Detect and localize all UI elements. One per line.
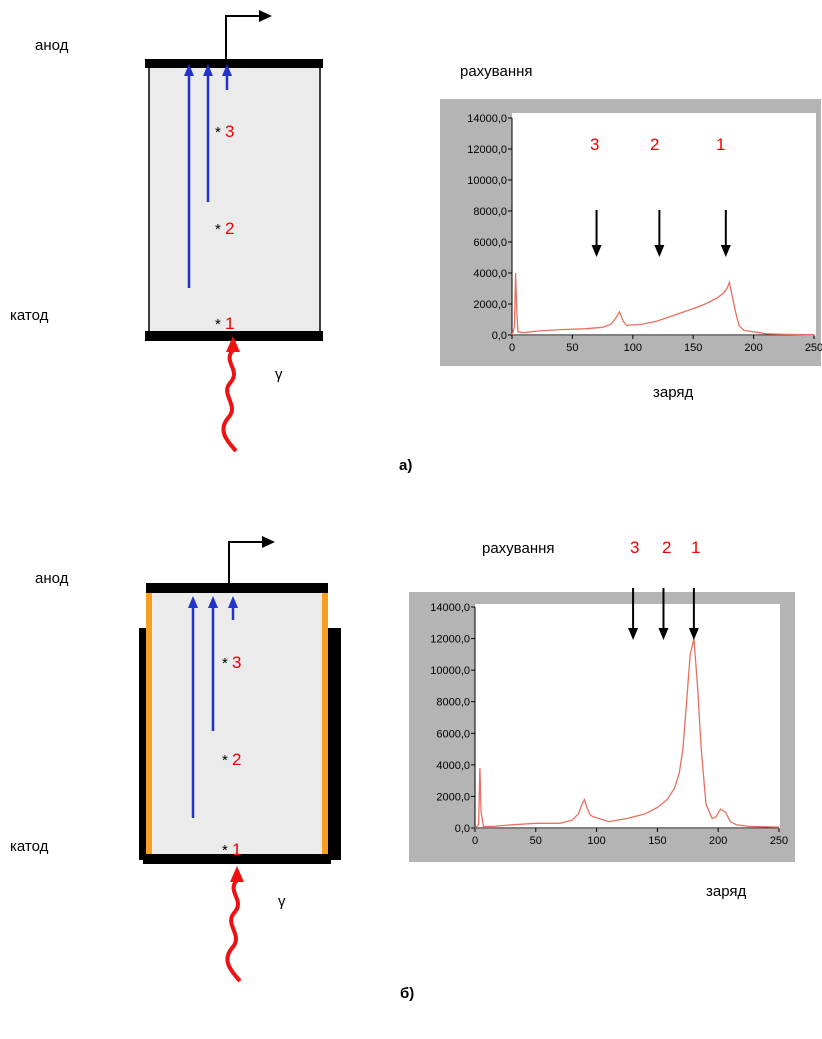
chart-a-ytick-label: 12000,0: [467, 144, 507, 156]
chart-b-peak-label-3: 3: [630, 538, 640, 557]
chart-b-ytick-label: 12000,0: [430, 634, 470, 646]
chart-b: 0,0 2000,0 4000,0 6000,0 8000,0 10000,0 12000,…: [409, 588, 795, 862]
anode-plate-a: [145, 59, 323, 68]
electron-tracks-b: [188, 596, 238, 818]
chart-a-peak-label-2: 2: [650, 135, 660, 154]
chart-b-xtick-label: 50: [530, 835, 542, 847]
chart-a-curve: [511, 272, 815, 336]
chart-b-ytick-label: 4000,0: [436, 760, 470, 772]
anode-label-b: анод: [35, 570, 69, 587]
chart-a-ytick-label: 8000,0: [473, 206, 507, 218]
point-marker-b-2: * 2: [222, 750, 242, 769]
point-marker-a-3: * 3: [215, 122, 235, 141]
chart-b-ytick-label: 8000,0: [436, 697, 470, 709]
chart-a-xtick-label: 50: [566, 342, 578, 354]
chart-b-xtick-label: 200: [709, 835, 727, 847]
electron-tracks-a: [184, 64, 232, 288]
output-arrow-b: [228, 536, 275, 586]
chart-a-ytick-label: 14000,0: [467, 113, 507, 125]
chart-b-ylabel: рахування: [482, 540, 555, 557]
gamma-label-b: γ: [278, 893, 286, 910]
chart-a-ytick-label: 0,0: [492, 330, 507, 342]
chart-b-xtick-label: 250: [770, 835, 788, 847]
detector-inner-b: [152, 592, 322, 854]
chart-a-xtick-label: 200: [744, 342, 762, 354]
chart-b-peak-arrows: [628, 588, 699, 640]
point-marker-a-1: * 1: [215, 314, 235, 333]
chart-a-peak-label-3: 3: [590, 135, 600, 154]
anode-label-a: анод: [35, 37, 69, 54]
point-marker-b-1: * 1: [222, 840, 242, 859]
chart-b-plot: [475, 604, 780, 829]
chart-b-peak-arrowhead: [628, 628, 639, 640]
chart-b-peak-arrowhead: [658, 628, 669, 640]
chart-a-xtick-label: 100: [624, 342, 642, 354]
gamma-label-a: γ: [275, 366, 283, 383]
chart-a-peak-arrowhead: [654, 245, 665, 257]
output-arrow-a: [225, 10, 272, 62]
point-marker-b-3: * 3: [222, 653, 242, 672]
chart-b-ytick-label: 6000,0: [436, 728, 470, 740]
chart-a-peak-arrows: [591, 210, 731, 257]
chart-b-peak-label-1: 1: [691, 538, 701, 557]
chart-b-ytick-label: 14000,0: [430, 602, 470, 614]
chart-b-xlabel: заряд: [706, 883, 747, 900]
chart-a-ytick-label: 6000,0: [473, 237, 507, 249]
detector-volume-a: [148, 64, 321, 334]
chart-a-xtick-label: 0: [509, 342, 515, 354]
cathode-label-a: катод: [10, 307, 49, 324]
caption-a: а): [399, 457, 413, 474]
chart-a-ytick-label: 10000,0: [467, 175, 507, 187]
chart-a-plot: [512, 113, 816, 336]
chart-a-ytick-label: 2000,0: [473, 299, 507, 311]
caption-b: б): [400, 985, 415, 1002]
chart-b-xtick-label: 0: [472, 835, 478, 847]
chart-a: 0,0 2000,0 4000,0 6000,0 8000,0 10000,0 12000,…: [440, 99, 822, 366]
chart-b-peak-label-2: 2: [662, 538, 672, 557]
chart-a-xtick-label: 150: [684, 342, 702, 354]
chart-b-ytick-label: 10000,0: [430, 665, 470, 677]
chart-b-ytick-label: 0,0: [455, 823, 470, 835]
chart-a-peak-arrowhead: [591, 245, 602, 257]
chart-a-xlabel: заряд: [653, 384, 694, 401]
chart-a-peak-label-1: 1: [716, 135, 726, 154]
cathode-plate-b: [143, 854, 331, 864]
point-marker-a-2: * 2: [215, 219, 235, 238]
chart-b-curve: [474, 638, 780, 829]
chart-b-xtick-label: 150: [648, 835, 666, 847]
cathode-plate-a: [145, 331, 323, 341]
anode-plate-b: [146, 583, 328, 593]
gamma-ray-a: [221, 336, 240, 453]
cathode-label-b: катод: [10, 838, 49, 855]
gamma-ray-b: [225, 866, 244, 983]
chart-a-ylabel: рахування: [460, 63, 533, 80]
chart-b-ytick-label: 2000,0: [436, 791, 470, 803]
chart-a-xtick-label: 250: [805, 342, 822, 354]
chart-b-peak-arrowhead: [688, 628, 699, 640]
chart-a-ytick-label: 4000,0: [473, 268, 507, 280]
chart-b-xtick-label: 100: [587, 835, 605, 847]
chart-a-peak-arrowhead: [720, 245, 731, 257]
